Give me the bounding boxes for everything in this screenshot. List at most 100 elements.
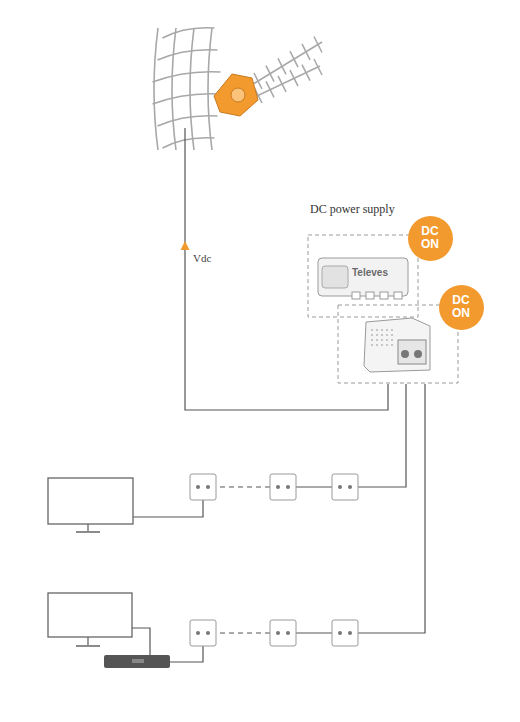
reflector-wire <box>163 138 215 148</box>
wall-socket <box>270 474 296 500</box>
vent-hole <box>376 339 378 341</box>
terminal <box>401 350 409 358</box>
stb-display <box>132 659 144 663</box>
socket-port <box>196 631 200 635</box>
director-element <box>290 51 298 67</box>
vent-hole <box>381 339 383 341</box>
wall-socket <box>270 620 296 646</box>
label-text: DC power supply <box>310 202 395 216</box>
set-top-box <box>104 655 170 668</box>
vent-hole <box>391 334 393 336</box>
tv-stb-lead <box>132 628 150 656</box>
vent-hole <box>371 334 373 336</box>
reflector-rod <box>190 28 194 150</box>
power-supply-vents <box>371 329 393 346</box>
director-element <box>266 66 274 82</box>
wall-sockets <box>190 474 358 646</box>
coax-cables <box>132 128 425 662</box>
vent-hole <box>376 344 378 346</box>
director-element <box>266 81 274 97</box>
socket-link <box>296 486 333 487</box>
stb-lead <box>170 646 203 662</box>
signal-name: Vdc <box>193 252 211 264</box>
vent-hole <box>386 339 388 341</box>
vent-hole <box>381 344 383 346</box>
socket-port <box>286 485 290 489</box>
wall-socket <box>190 474 216 500</box>
power-supply <box>364 318 430 372</box>
socket-plate <box>332 474 358 500</box>
director-element <box>290 70 298 86</box>
cable-branch-2 <box>358 384 425 633</box>
socket-port <box>196 485 200 489</box>
reflector-wire <box>153 94 221 104</box>
socket-port <box>286 631 290 635</box>
vent-hole <box>391 339 393 341</box>
socket-plate <box>332 620 358 646</box>
vent-hole <box>386 329 388 331</box>
director-element <box>278 58 286 74</box>
vent-hole <box>386 334 388 336</box>
power-supply-body <box>364 318 430 372</box>
label-text: Vdc <box>193 252 211 264</box>
vent-hole <box>381 329 383 331</box>
socket-link-dashed <box>216 632 270 633</box>
tv-lead <box>133 500 203 517</box>
reflector-rod <box>172 28 176 150</box>
socket-plate <box>270 474 296 500</box>
director-element <box>302 44 310 60</box>
wall-socket <box>190 620 216 646</box>
tv-stand <box>76 637 100 646</box>
reflector-wire <box>163 28 215 38</box>
tv-stand <box>76 524 100 532</box>
socket-plate <box>190 620 216 646</box>
brand-logo: Televes <box>352 267 388 278</box>
director-element <box>314 59 322 75</box>
vent-hole <box>371 344 373 346</box>
amplifier <box>318 258 408 299</box>
socket-link <box>296 632 333 633</box>
tv-screen <box>48 478 133 524</box>
antenna-cable <box>185 128 388 410</box>
reflector-rod <box>208 28 212 150</box>
vent-hole <box>381 334 383 336</box>
socket-link-dashed <box>216 486 270 487</box>
director-element <box>314 37 322 53</box>
reflector-wire <box>153 72 221 82</box>
terminal-block <box>398 340 426 364</box>
badge-text: DC ON <box>417 225 443 251</box>
antenna-hub <box>214 74 258 116</box>
stb-body <box>104 655 170 668</box>
socket-plate <box>190 474 216 500</box>
director-element <box>254 73 262 89</box>
vent-hole <box>391 329 393 331</box>
socket-port <box>276 631 280 635</box>
amplifier-body <box>318 258 408 296</box>
antenna-hub-cap <box>231 88 245 102</box>
reflector-rod <box>154 28 158 150</box>
socket-port <box>348 485 352 489</box>
socket-port <box>276 485 280 489</box>
vent-hole <box>391 344 393 346</box>
cable-branch-1 <box>358 384 406 487</box>
antenna <box>153 28 323 150</box>
wall-socket <box>332 474 358 500</box>
socket-port <box>348 631 352 635</box>
vent-hole <box>371 329 373 331</box>
televisions <box>48 478 133 646</box>
director-element <box>302 65 310 81</box>
status-badge: DC ON <box>439 285 484 330</box>
vdc-arrow <box>181 241 190 250</box>
tv-screen <box>48 593 132 637</box>
socket-port <box>338 631 342 635</box>
status-badge: DC ON <box>408 216 453 261</box>
section-heading: DC power supply <box>310 202 395 217</box>
badge-text: DC ON <box>448 294 474 320</box>
socket-port <box>338 485 342 489</box>
amplifier-ports <box>352 292 402 299</box>
amplifier-panel <box>322 266 348 288</box>
terminal <box>414 350 422 358</box>
